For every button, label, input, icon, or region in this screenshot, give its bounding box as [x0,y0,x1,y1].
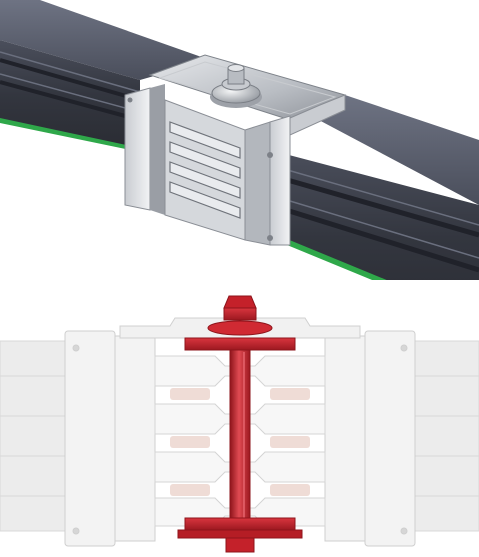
contact-highlights [170,388,310,496]
top-nut [210,64,262,108]
green-stripe-left [0,118,140,152]
contact-fingers [169,121,241,219]
connector-housing [124,54,347,246]
rail-connector-perspective-view [0,0,479,280]
left-rail-segment [0,0,210,152]
green-stripe-right [270,232,387,280]
rail-connector-cutaway-view [0,286,479,557]
cutaway-illustration [0,295,479,553]
perspective-illustration [0,0,479,280]
ghost-clamp-blocks [64,330,416,547]
right-rail-segment [269,95,479,280]
red-bolt-assembly [177,295,303,553]
ghost-rails [0,340,479,532]
